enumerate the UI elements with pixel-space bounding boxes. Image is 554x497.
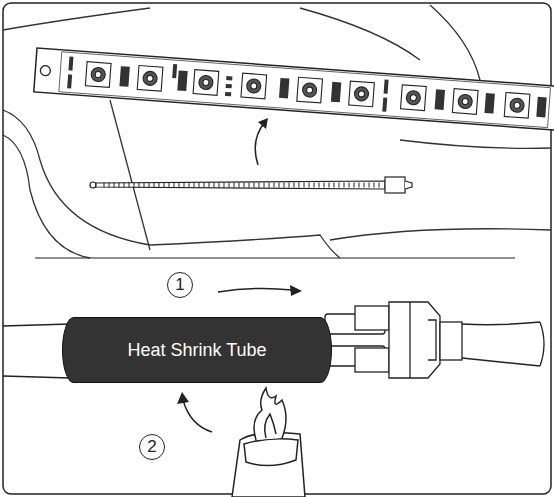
zip-tie-tooth: [179, 183, 180, 188]
zip-tie-tooth: [324, 183, 325, 188]
zip-tie-tooth: [364, 183, 365, 188]
zip-tie-tooth: [334, 183, 335, 188]
callout-text: 1: [175, 275, 184, 295]
zip-tie-tooth: [224, 183, 225, 188]
zip-tie-tooth: [199, 183, 200, 188]
zip-tie-tooth: [159, 183, 160, 188]
zip-tie-tooth: [349, 183, 350, 188]
zip-tie-tooth: [269, 183, 270, 188]
zip-tie-tooth: [374, 183, 375, 188]
zip-tie-tooth: [294, 183, 295, 188]
zip-tie-tooth: [344, 183, 345, 188]
zip-tie-tooth: [209, 183, 210, 188]
zip-tie-tooth: [174, 183, 175, 188]
zip-tie-tooth: [134, 183, 135, 188]
zip-tie-tooth: [299, 183, 300, 188]
zip-tie-tooth: [194, 183, 195, 188]
zip-tie-tooth: [144, 183, 145, 188]
zip-tie-tooth: [284, 183, 285, 188]
zip-tie-tooth: [304, 183, 305, 188]
zip-tie-tooth: [234, 183, 235, 188]
zip-tie-tooth: [354, 183, 355, 188]
zip-tie-tooth: [339, 183, 340, 188]
zip-tie-tooth: [369, 183, 370, 188]
zip-tie-tooth: [104, 183, 105, 188]
callout-number: 1: [167, 272, 193, 298]
zip-tie-tooth: [244, 183, 245, 188]
zip-tie-tooth: [289, 183, 290, 188]
zip-tie-tooth: [184, 183, 185, 188]
zip-tie-tooth: [114, 183, 115, 188]
zip-tie-tooth: [149, 183, 150, 188]
zip-tie-tooth: [239, 183, 240, 188]
zip-tie-tooth: [274, 183, 275, 188]
zip-tie-tooth: [189, 183, 190, 188]
zip-tie-tooth: [119, 183, 120, 188]
zip-tie-tooth: [109, 183, 110, 188]
heat-shrink-tube: Heat Shrink Tube: [62, 317, 332, 383]
zip-tie-tooth: [169, 183, 170, 188]
zip-tie-tooth: [249, 183, 250, 188]
zip-tie-tooth: [359, 183, 360, 188]
zip-tie-tooth: [124, 183, 125, 188]
zip-tie-tooth: [219, 183, 220, 188]
zip-tie-tooth: [319, 183, 320, 188]
zip-tie-tooth: [129, 183, 130, 188]
zip-tie-tooth: [309, 183, 310, 188]
zip-tie-tooth: [264, 183, 265, 188]
callout-text: 2: [147, 437, 156, 457]
zip-tie-tooth: [329, 183, 330, 188]
zip-tie-tooth: [164, 183, 165, 188]
part-label: Heat Shrink Tube: [127, 340, 266, 361]
zip-tie-tooth: [379, 183, 380, 188]
zip-tie-tooth: [279, 183, 280, 188]
zip-tie-tooth: [154, 183, 155, 188]
zip-tie-tooth: [314, 183, 315, 188]
zip-tie-tooth: [254, 183, 255, 188]
callout-number: 2: [139, 434, 165, 460]
zip-tie-tooth: [204, 183, 205, 188]
zip-tie-tooth: [214, 183, 215, 188]
zip-tie-tooth: [259, 183, 260, 188]
zip-tie-tooth: [229, 183, 230, 188]
zip-tie-tooth: [139, 183, 140, 188]
